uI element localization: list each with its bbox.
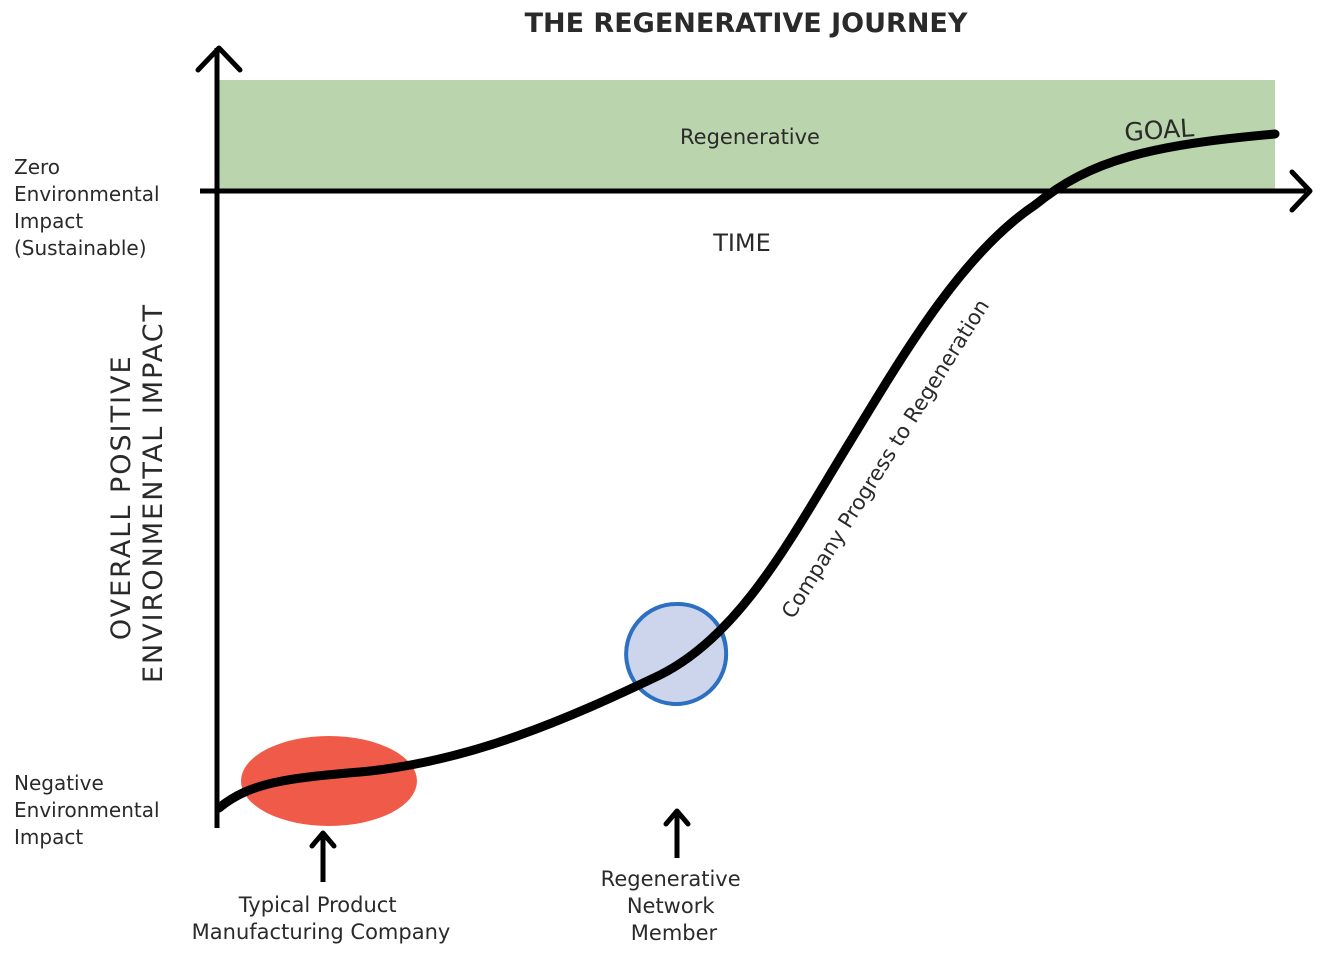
negative-impact-label: Negative Environmental Impact (14, 771, 166, 849)
y-axis-label-line2: ENVIRONMENTAL IMPACT (138, 303, 169, 683)
negative-impact-line2: Environmental (14, 798, 160, 822)
progress-curve (214, 129, 1280, 813)
goal-label: GOAL (1123, 113, 1195, 147)
zero-impact-line1: Zero (14, 155, 60, 179)
regenerative-band-label: Regenerative (680, 125, 820, 149)
zero-impact-line2: Environmental (14, 182, 160, 206)
y-axis-arrowhead (195, 45, 243, 73)
typical-company-line1: Typical Product (238, 893, 397, 917)
zero-impact-label: Zero Environmental Impact (Sustainable) (14, 155, 166, 260)
typical-company-marker (241, 736, 417, 826)
x-axis-arrowhead (1289, 169, 1313, 213)
typical-company-label: Typical Product Manufacturing Company (192, 893, 451, 944)
typical-company-line2: Manufacturing Company (192, 920, 451, 944)
network-member-line1: Regenerative (601, 867, 741, 891)
zero-impact-line4: (Sustainable) (14, 236, 147, 260)
negative-impact-line1: Negative (14, 771, 104, 795)
network-member-line2: Network (627, 894, 716, 918)
typical-company-arrowhead (309, 830, 337, 849)
network-member-label: Regenerative Network Member (601, 867, 748, 945)
y-axis-label-line1: OVERALL POSITIVE (106, 354, 137, 640)
zero-impact-line3: Impact (14, 209, 83, 233)
diagram-title: THE REGENERATIVE JOURNEY (525, 8, 968, 39)
network-member-marker-ring (624, 601, 729, 706)
x-axis-label: TIME (712, 229, 771, 257)
progress-curve-label: Company Progress to Regeneration (777, 295, 994, 623)
network-member-line3: Member (631, 921, 718, 945)
network-member-arrowhead (663, 808, 691, 827)
negative-impact-line3: Impact (14, 825, 83, 849)
y-axis-label: OVERALL POSITIVE ENVIRONMENTAL IMPACT (106, 303, 169, 683)
